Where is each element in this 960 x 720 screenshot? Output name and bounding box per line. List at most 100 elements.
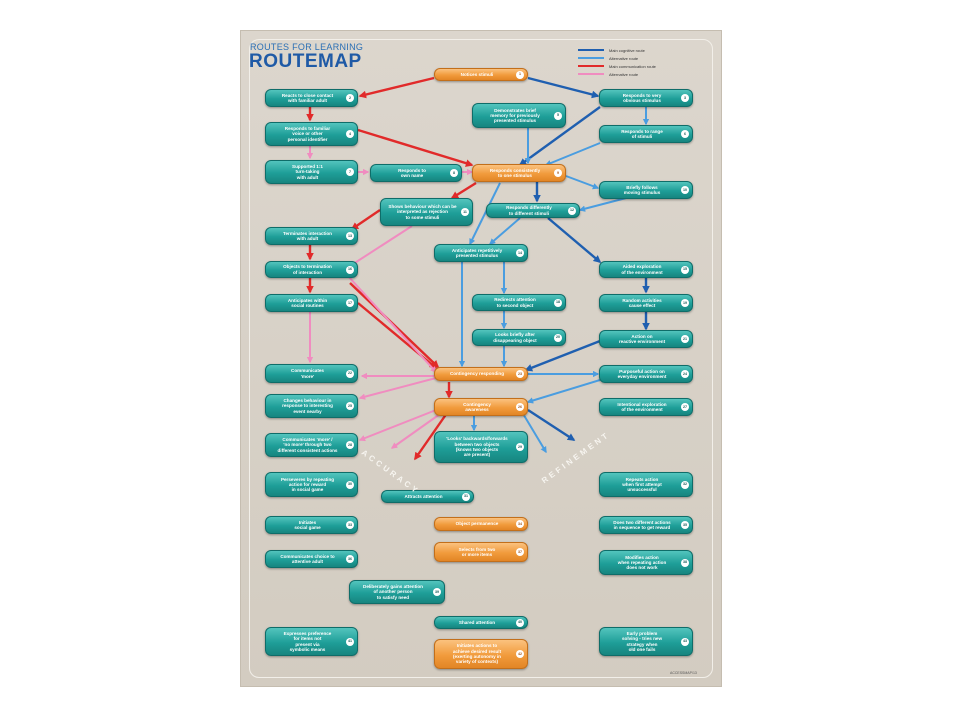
footer-code: ACCESSMAP/13: [670, 671, 697, 675]
legend: Main cognitive route Alternative route M…: [578, 46, 656, 78]
node-label: Communicates choice to attentive adult: [280, 553, 335, 564]
node-label: Responds to range of stimuli: [621, 128, 663, 139]
arrow-light-blue: [578, 196, 631, 212]
node-number-badge: 9: [554, 169, 562, 177]
node-number-badge: 42: [516, 650, 524, 658]
node-number-badge: 41: [346, 637, 354, 646]
node-label: Modifies action when repeating action do…: [617, 554, 667, 571]
legend-swatch: [578, 49, 604, 51]
node-initiates-actions: Initiates actions to achieve desired res…: [434, 639, 528, 669]
legend-swatch: [578, 65, 604, 67]
node-label: Anticipates within social routines: [287, 297, 328, 308]
node-initiates-social: Initiates social game 33: [265, 516, 358, 534]
node-number-badge: 26: [516, 403, 524, 411]
node-number-badge: 12: [568, 206, 576, 215]
node-label: Deliberately gains attention of another …: [363, 584, 423, 600]
node-label: Anticipates repetitively presented stimu…: [451, 247, 503, 258]
node-reacts-close-contact: Reacts to close contact with familiar ad…: [265, 89, 358, 107]
node-shared-attention: Shared attention 40: [434, 616, 528, 629]
arrow-dark-blue: [524, 339, 601, 372]
legend-swatch: [578, 73, 604, 75]
node-label: Early problem solving - tries new strate…: [621, 630, 663, 652]
node-label: Briefly follows moving stimulus: [623, 184, 661, 195]
node-label: Initiates actions to achieve desired res…: [452, 643, 502, 665]
node-communicates-choice: Communicates choice to attentive adult 36: [265, 550, 358, 568]
node-label: Responds consistently to one stimulus: [489, 167, 541, 178]
node-label: Attracts attention: [404, 493, 443, 499]
arrow-dark-blue: [527, 408, 576, 442]
node-intentional-exploration: Intentional exploration of the environme…: [599, 398, 693, 416]
node-label: Selects from two or more items: [458, 546, 496, 557]
node-label: Terminates interaction with adult: [283, 230, 332, 241]
arrow-light-blue: [544, 142, 601, 167]
arrow-dark-blue: [518, 106, 601, 166]
node-number-badge: 11: [461, 208, 469, 216]
legend-item-alt-communication: Alternative route: [578, 70, 656, 78]
node-communicates-no-more: Communicates 'more' / 'no more' through …: [265, 433, 358, 457]
node-number-badge: 23: [516, 370, 524, 378]
arrow-red: [357, 128, 474, 167]
node-purposeful-action: Purposeful action on everyday environmen…: [599, 365, 693, 383]
node-number-badge: 43: [681, 637, 689, 646]
arrow-red: [414, 412, 448, 461]
node-number-badge: 35: [681, 521, 689, 529]
node-label: Communicates 'more' / 'no more' through …: [277, 437, 338, 453]
node-number-badge: 36: [346, 555, 354, 563]
arrow-pink: [347, 275, 437, 373]
node-number-badge: 25: [346, 402, 354, 410]
node-label: Action on reactive environment: [618, 333, 666, 344]
node-label: Shows behaviour which can be interpreted…: [388, 204, 457, 220]
node-communicates-more: Communicates 'more' 22: [265, 364, 358, 383]
node-number-badge: 40: [516, 618, 524, 627]
arrow-dark-blue: [547, 217, 602, 263]
node-label: Does two different actions in sequence t…: [613, 519, 671, 530]
node-number-badge: 19: [681, 299, 689, 307]
node-number-badge: 20: [554, 333, 562, 342]
arrow-red: [358, 76, 435, 99]
node-number-badge: 4: [346, 130, 354, 138]
node-aided-exploration: Aided exploration of the environment 15: [599, 261, 693, 278]
node-label: Communicates 'more': [291, 368, 324, 379]
node-label: 'Looks' backwards/forwards between two o…: [446, 436, 508, 458]
node-number-badge: 28: [346, 441, 354, 449]
node-number-badge: 33: [346, 521, 354, 529]
legend-label: Alternative route: [609, 55, 639, 61]
node-label: Responds differently to different stimul…: [506, 205, 552, 216]
node-number-badge: 6: [681, 130, 689, 138]
node-contingency-awareness: Contingency awareness 26: [434, 398, 528, 416]
arrow-pink: [358, 377, 437, 400]
node-label: Objects to termination of interaction: [283, 264, 332, 275]
node-number-badge: 27: [681, 403, 689, 411]
node-label: Responds to familiar voice or other pers…: [284, 126, 331, 142]
node-number-badge: 5: [554, 111, 562, 120]
node-label: Intentional exploration of the environme…: [617, 401, 667, 412]
node-label: Aided exploration of the environment: [621, 264, 663, 275]
node-demonstrates-memory: Demonstrates brief memory for previously…: [472, 103, 566, 128]
node-number-badge: 10: [681, 186, 689, 194]
node-number-badge: 15: [681, 265, 689, 274]
node-number-badge: 38: [681, 558, 689, 567]
node-number-badge: 22: [346, 369, 354, 378]
arrow-red: [450, 181, 477, 200]
node-number-badge: 8: [450, 169, 458, 177]
poster-title: ROUTEMAP: [249, 51, 362, 72]
node-label: Shared attention: [458, 619, 496, 625]
legend-label: Main communication route: [609, 63, 656, 69]
node-label: Reacts to close contact with familiar ad…: [281, 92, 334, 103]
arrow-pink: [348, 225, 413, 267]
node-number-badge: 7: [346, 168, 354, 176]
node-label: Demonstrates brief memory for previously…: [490, 107, 540, 124]
node-label: Initiates social game: [294, 519, 321, 530]
node-early-problem-solving: Early problem solving - tries new strate…: [599, 627, 693, 656]
arrow-light-blue: [526, 379, 601, 404]
node-number-badge: 31: [462, 492, 470, 501]
node-label: Contingency awareness: [463, 401, 491, 412]
